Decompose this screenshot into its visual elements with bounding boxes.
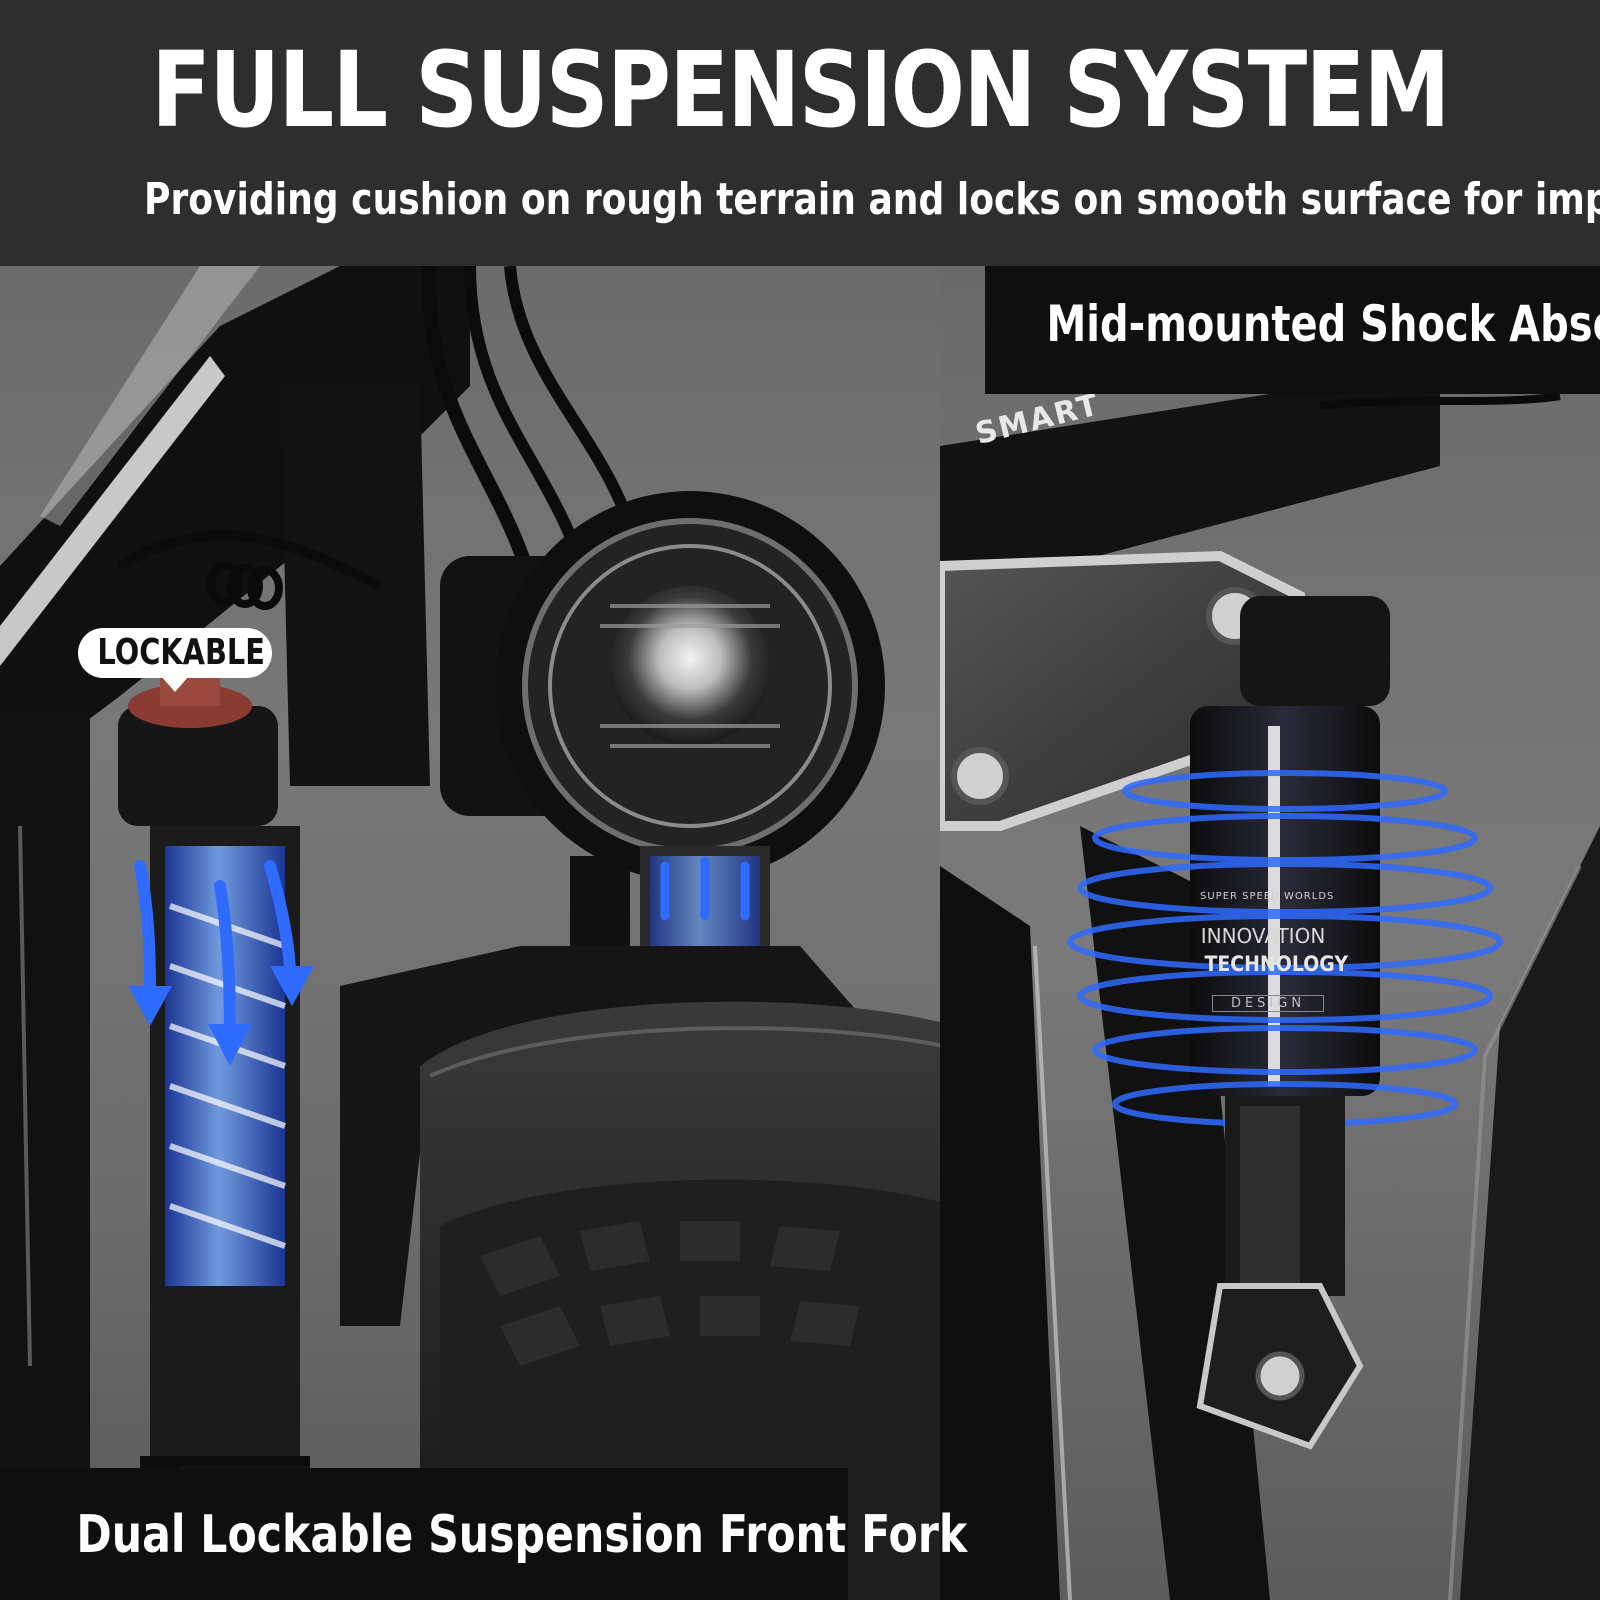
fork-crown-left [0,716,90,1600]
frame-stripe [0,356,225,666]
header-bar: FULL SUSPENSION SYSTEM Providing cushion… [0,0,1600,266]
front-fork-label: Dual Lockable Suspension Front Fork [0,1468,968,1600]
lockable-tag: LOCKABLE [78,628,272,692]
lockable-pointer [161,676,189,692]
rear-shock-photo [940,266,1600,1600]
mid-mounted-label: Mid-mounted Shock Absorption [985,266,1600,394]
lockable-bubble [78,628,272,678]
shock-print-line3: TECHNOLOGY [1204,952,1349,976]
lockable-tag-text: LOCKABLE [97,632,265,673]
head-tube [280,386,430,786]
rear-fender [1460,826,1600,1600]
mid-mounted-label-text: Mid-mounted Shock Absorption [1046,295,1600,353]
front-fork-label-text: Dual Lockable Suspension Front Fork [76,1505,968,1565]
shock-print-line2: INNOVATION [1200,924,1326,948]
page-title: FULL SUSPENSION SYSTEM [151,29,1450,151]
headlight-lens [610,586,770,746]
front-fork-photo [0,266,985,1600]
shock-absorber [1190,706,1380,1096]
shock-print-line1: SUPER SPEED WORLDS [1200,891,1335,902]
rear-shock-illustration [940,376,1600,1600]
page-subtitle: Providing cushion on rough terrain and l… [144,174,1600,225]
front-fork-illustration [0,266,985,1600]
motion-rings [1067,770,1503,1127]
shock-print-line4: DESIGN [1212,995,1324,1012]
